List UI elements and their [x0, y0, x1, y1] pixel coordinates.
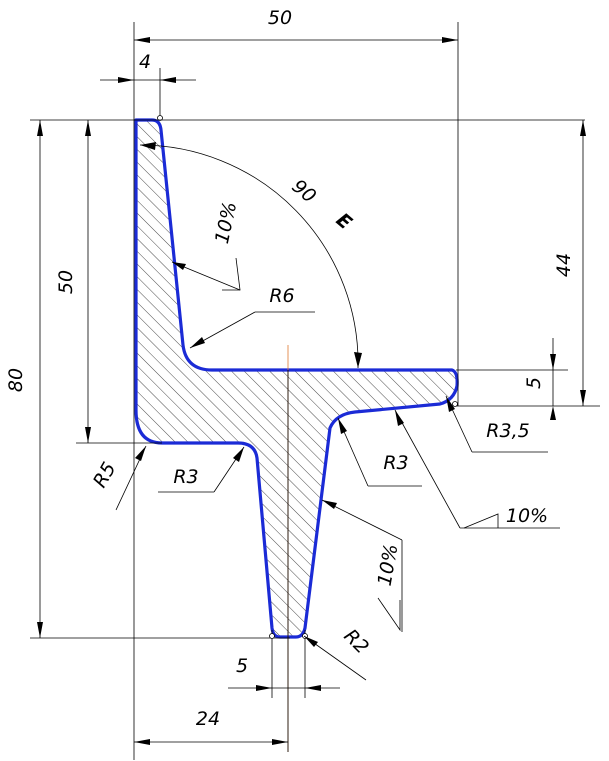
- radius-inner-corner: R6: [269, 285, 294, 307]
- arrow-width-right: [442, 37, 458, 43]
- arrow-slope-shelf: [395, 410, 404, 426]
- arrow-tip-left: [256, 685, 272, 691]
- arrow-upper-top: [580, 120, 586, 136]
- arrow-height-top: [37, 120, 43, 136]
- arrow-leg-top: [85, 120, 91, 136]
- arrow-upper-bottom: [580, 390, 586, 406]
- arrow-flange-left: [118, 77, 134, 83]
- slope-stem: 10%: [374, 542, 403, 587]
- radius-shelf-tip: R3,5: [486, 420, 529, 442]
- radius-left-stem: R3: [173, 466, 198, 488]
- arrow-r3-right: [338, 418, 347, 434]
- arrow-shelf-bottom: [550, 406, 556, 420]
- arrow-tip-right: [305, 685, 321, 691]
- arrow-shelf-top: [550, 354, 556, 370]
- slope-shelf-underside: 10%: [506, 505, 548, 527]
- reference-point-tip-left: [269, 633, 275, 639]
- slope-symbol-leg: [222, 257, 241, 291]
- arrow-r2: [304, 636, 318, 647]
- arrow-slope-leg: [172, 262, 186, 270]
- arrow-r5: [135, 446, 146, 461]
- radius-stem-tip: R2: [340, 625, 373, 658]
- arrow-r3-left: [233, 447, 244, 462]
- slope-vertical-leg: 10%: [211, 200, 241, 246]
- arrow-width-left: [134, 37, 150, 43]
- arrow-r6: [190, 337, 205, 348]
- arrow-leg-bottom: [85, 427, 91, 443]
- arrow-angle-end: [354, 352, 362, 368]
- dim-flange-thickness: 4: [139, 51, 151, 73]
- dim-vertical-leg: 50: [55, 270, 77, 294]
- leader-slope-stem: [321, 499, 403, 541]
- dim-stem-tip-width: 5: [236, 655, 248, 677]
- arrow-flange-right: [160, 77, 176, 83]
- dim-shelf-thickness: 5: [523, 377, 545, 389]
- angle-arc: [139, 144, 359, 369]
- arrow-slope-stem: [322, 500, 337, 509]
- arrow-angle-start: [140, 142, 156, 150]
- dim-overall-width: 50: [268, 7, 292, 29]
- reference-point-shelf: [452, 401, 458, 407]
- reference-point-top: [157, 115, 163, 121]
- dim-upper-height: 44: [553, 253, 575, 277]
- dim-overall-height: 80: [5, 368, 27, 392]
- arrow-height-bottom: [37, 622, 43, 638]
- arrow-offset-right: [272, 739, 288, 745]
- arrow-offset-left: [134, 739, 150, 745]
- slope-symbol-shelf: [463, 513, 499, 529]
- slope-symbol-stem: [377, 597, 401, 632]
- leader-slope-shelf: [394, 409, 461, 529]
- arrow-r35: [446, 396, 455, 412]
- radius-right-stem: R3: [383, 452, 408, 474]
- dim-angle: 90: [288, 175, 321, 207]
- radius-outer-corner: R5: [89, 459, 121, 492]
- dim-stem-offset: 24: [196, 708, 220, 730]
- angle-tolerance-mark: E: [332, 209, 356, 234]
